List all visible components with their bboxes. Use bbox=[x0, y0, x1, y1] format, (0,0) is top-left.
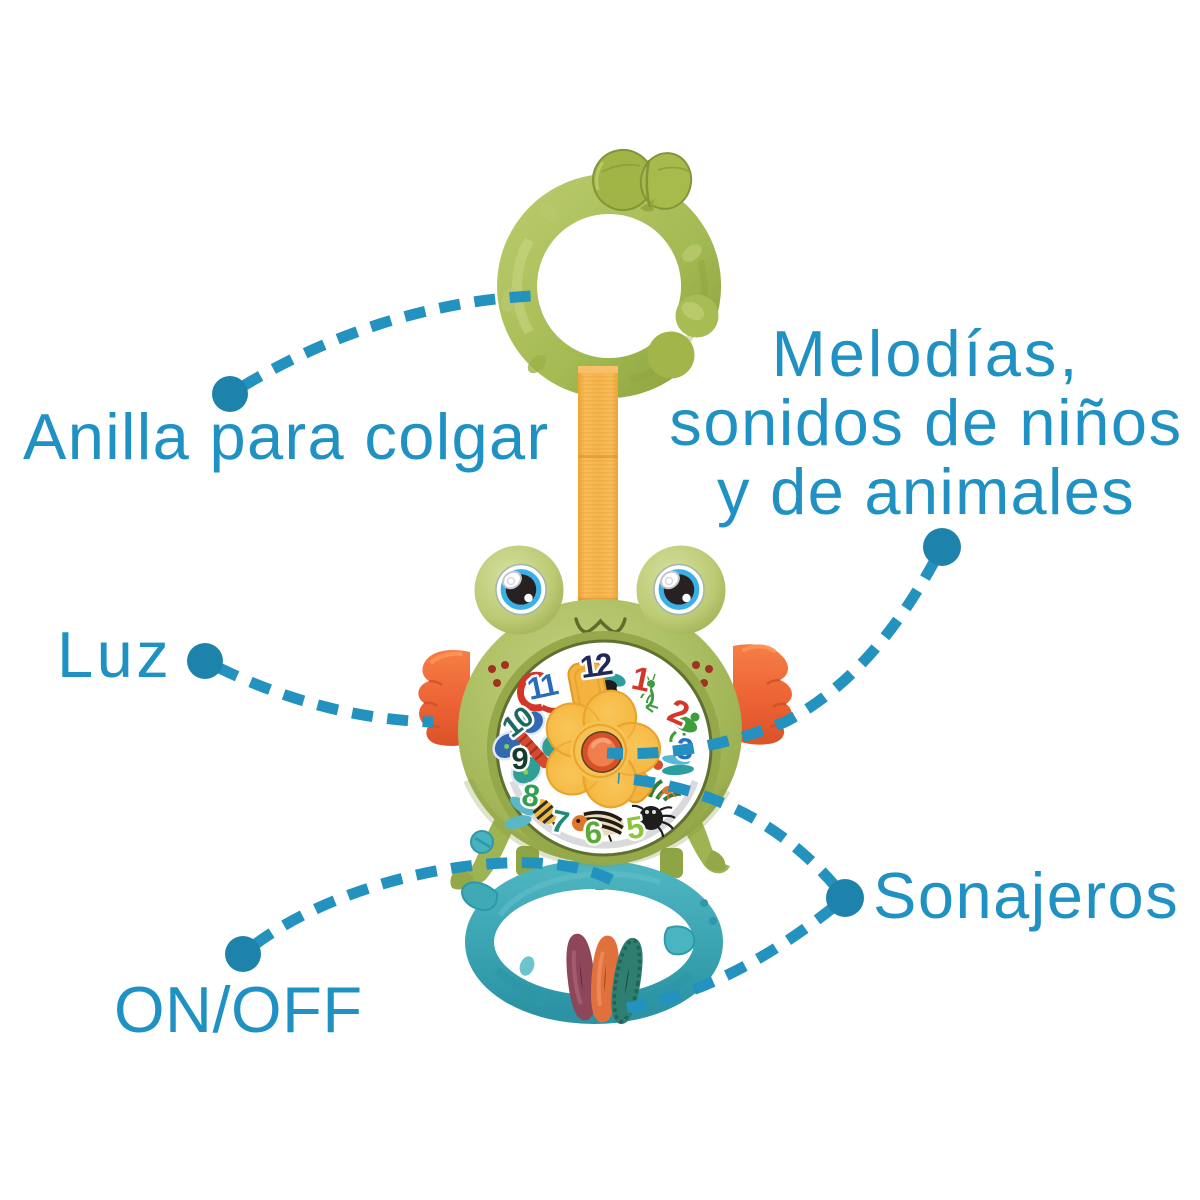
svg-text:Melodías,: Melodías, bbox=[772, 317, 1081, 390]
svg-text:sonidos de niños: sonidos de niños bbox=[669, 386, 1182, 459]
svg-text:6: 6 bbox=[583, 814, 603, 850]
svg-text:9: 9 bbox=[511, 741, 528, 776]
svg-text:Luz: Luz bbox=[57, 618, 172, 691]
svg-text:12: 12 bbox=[578, 646, 614, 685]
svg-text:Anilla para colgar: Anilla para colgar bbox=[23, 400, 550, 473]
svg-text:ON/OFF: ON/OFF bbox=[114, 973, 363, 1046]
svg-text:Sonajeros: Sonajeros bbox=[873, 859, 1179, 932]
svg-text:y de animales: y de animales bbox=[717, 455, 1135, 528]
